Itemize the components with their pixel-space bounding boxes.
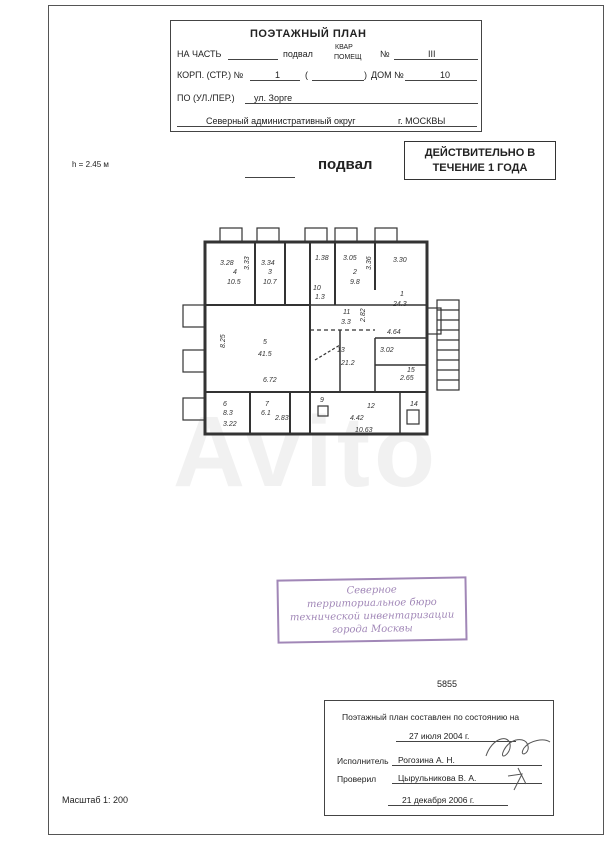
scale-label: Масштаб 1: 200	[62, 795, 129, 805]
checker-underline	[392, 783, 542, 784]
header-stamp	[170, 20, 482, 132]
room-number: 4	[233, 269, 237, 276]
kvar-line1: КВАР	[335, 44, 353, 51]
room-number: 7	[265, 401, 270, 408]
room-number: 5	[263, 339, 267, 346]
room-number: 6	[223, 401, 227, 408]
page-frame	[48, 5, 604, 835]
room-area: 8.3	[223, 410, 233, 417]
plan-labels: 3.28 3.33 3.34 1.38 3.05 3.36 3.30 8.25 …	[220, 255, 418, 434]
room-area: 3.3	[341, 319, 351, 326]
plan-dim-label: 3.36	[366, 256, 373, 270]
kvar-value: III	[428, 49, 436, 59]
room-number: 12	[367, 403, 375, 410]
plan-dim-label: 2.65	[399, 375, 414, 382]
room-number: 14	[410, 401, 418, 408]
room-area: 24.3	[392, 301, 407, 308]
plan-dim-label: 3.22	[223, 421, 237, 428]
validity-line2: ТЕЧЕНИЕ 1 ГОДА	[432, 162, 528, 174]
room-number: 1	[400, 291, 404, 298]
date1-underline	[396, 741, 516, 742]
dom-label: ДОМ №	[371, 70, 404, 80]
korp-paren-open: (	[305, 70, 308, 80]
plan-dim-label: 3.34	[261, 260, 275, 267]
room-area: 21.2	[340, 360, 355, 367]
date2-underline	[388, 805, 508, 806]
plan-dim-label: 3.02	[380, 347, 394, 354]
floor-plan: 3.28 3.33 3.34 1.38 3.05 3.36 3.30 8.25 …	[182, 227, 460, 436]
korp-value: 1	[275, 70, 281, 80]
bti-stamp: Северное территориальное бюро техническо…	[276, 576, 468, 644]
plan-dim-label: 6.72	[263, 377, 277, 384]
plan-dim-label: 3.33	[244, 256, 251, 270]
district-underline	[177, 126, 477, 127]
dom-underline	[405, 80, 477, 81]
room-number: 2	[352, 269, 357, 276]
room-number: 11	[343, 309, 350, 316]
room-number: 10	[313, 285, 321, 292]
korp-underline	[250, 80, 300, 81]
executor-label: Исполнитель	[337, 756, 389, 766]
watermark: Avito	[172, 396, 440, 508]
room-number: 3	[268, 269, 272, 276]
floor-underline	[228, 59, 278, 60]
plan-dim-label: 4.64	[387, 329, 401, 336]
plan-dim-label: 1.38	[315, 255, 329, 262]
plan-dim-label: 3.30	[393, 257, 407, 264]
signature-marks	[485, 738, 551, 791]
korp-paren-close: )	[364, 70, 367, 80]
plan-dim-label: 3.28	[220, 260, 234, 267]
room-number: 15	[407, 367, 415, 374]
room-area: 10.7	[263, 279, 278, 286]
room-number: 9	[320, 397, 324, 404]
street-value: ул. Зорге	[254, 93, 293, 103]
room-number: 13	[337, 347, 345, 354]
level-underline	[245, 177, 295, 178]
plan-title: ПОЭТАЖНЫЙ ПЛАН	[250, 28, 367, 40]
kvar-line2: ПОМЕЩ	[334, 54, 362, 61]
paren-underline	[312, 80, 364, 81]
street-underline	[245, 103, 478, 104]
checker-signature	[507, 767, 527, 791]
kvar-label: №	[380, 49, 390, 59]
district-name: Северный административный округ	[206, 116, 356, 126]
document-number: 5855	[437, 679, 458, 689]
city-name: г. МОСКВЫ	[398, 116, 446, 126]
footer-date2: 21 декабря 2006 г.	[402, 795, 475, 805]
plan-dim-label: 2.82	[360, 308, 367, 323]
height-label: h = 2.45 м	[72, 160, 109, 169]
floor-label: НА ЧАСТЬ	[177, 49, 222, 59]
room-area: 41.5	[258, 351, 272, 358]
plan-dim-label: 10.63	[355, 427, 373, 434]
plan-dim-label: 2.83	[274, 415, 289, 422]
street-label: ПО (УЛ./ПЕР.)	[177, 93, 235, 103]
footer-statement: Поэтажный план составлен по состоянию на	[342, 712, 520, 722]
room-area: 6.1	[261, 410, 271, 417]
korp-label: КОРП. (СТР.) №	[177, 70, 244, 80]
plan-walls	[182, 227, 460, 436]
footer-stamp	[324, 700, 554, 816]
floor-value: подвал	[283, 49, 313, 59]
plan-dim-label: 4.42	[350, 415, 364, 422]
plan-dim-label: 8.25	[220, 334, 227, 348]
checker-label: Проверил	[337, 774, 377, 784]
kvar-underline	[394, 59, 478, 60]
dom-value: 10	[440, 70, 451, 80]
validity-box: ДЕЙСТВИТЕЛЬНО В ТЕЧЕНИЕ 1 ГОДА	[404, 141, 556, 180]
level-title: подвал	[318, 156, 373, 173]
room-area: 1.3	[315, 294, 325, 301]
executor-name: Рогозина А. Н.	[398, 755, 455, 765]
room-area: 10.5	[227, 279, 241, 286]
room-area: 9.8	[350, 279, 360, 286]
executor-signature	[485, 738, 551, 757]
checker-name: Цырульникова В. А.	[398, 773, 477, 783]
executor-underline	[392, 765, 542, 766]
footer-date1: 27 июля 2004 г.	[409, 731, 470, 741]
validity-line1: ДЕЙСТВИТЕЛЬНО В	[424, 147, 536, 159]
plan-dim-label: 3.05	[343, 255, 357, 262]
